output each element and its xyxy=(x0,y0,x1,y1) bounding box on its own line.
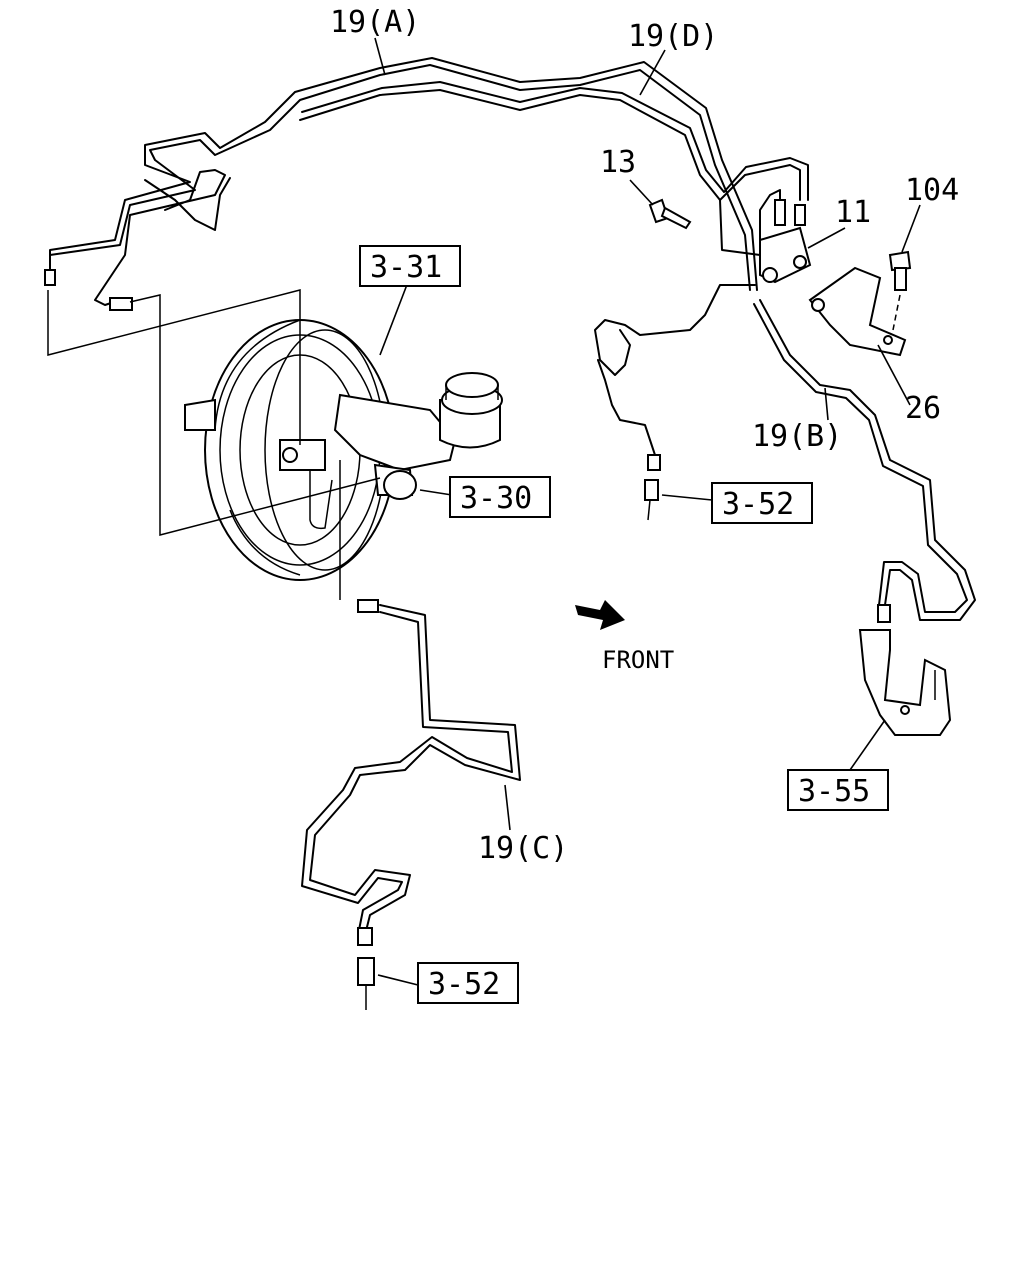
label-19a: 19(A) xyxy=(330,5,420,40)
ref-3-30: 3-30 xyxy=(460,481,532,516)
proportioning-valve xyxy=(759,199,812,284)
pipe-19c xyxy=(301,604,521,936)
ref-box-3-55: 3-55 xyxy=(787,769,889,811)
bolt-104 xyxy=(888,250,912,331)
label-front: FRONT xyxy=(602,646,674,674)
hose-connector-bottom xyxy=(357,927,375,1010)
label-11: 11 xyxy=(835,195,871,230)
bracket-26 xyxy=(808,266,907,357)
fluid-reservoir xyxy=(439,372,503,449)
ref-3-52-lower: 3-52 xyxy=(428,967,500,1002)
leader-lines xyxy=(374,37,921,986)
front-arrow xyxy=(575,600,625,630)
label-104: 104 xyxy=(905,173,959,208)
ref-3-31: 3-31 xyxy=(370,250,442,285)
label-19b: 19(B) xyxy=(752,419,842,454)
hose-connector-left xyxy=(644,454,661,521)
label-19c: 19(C) xyxy=(478,831,568,866)
hose-connector-right xyxy=(877,604,891,623)
master-cylinder xyxy=(279,393,457,530)
label-19d: 19(D) xyxy=(628,19,718,54)
ref-3-55: 3-55 xyxy=(798,774,870,809)
connection-lines xyxy=(47,289,381,600)
pipe-19d xyxy=(299,81,809,256)
pipe-19b xyxy=(594,284,976,621)
ref-box-3-52-lower: 3-52 xyxy=(417,962,519,1004)
label-26: 26 xyxy=(905,391,941,426)
ref-box-3-30: 3-30 xyxy=(449,476,551,518)
bolt-13 xyxy=(648,198,692,230)
ref-box-3-31: 3-31 xyxy=(359,245,461,287)
label-13: 13 xyxy=(600,145,636,180)
end-fittings-19a xyxy=(44,269,379,613)
ref-3-52-upper: 3-52 xyxy=(722,487,794,522)
ref-box-3-52-upper: 3-52 xyxy=(711,482,813,524)
pipe-19a xyxy=(49,57,758,306)
bracket-3-55 xyxy=(858,629,952,736)
